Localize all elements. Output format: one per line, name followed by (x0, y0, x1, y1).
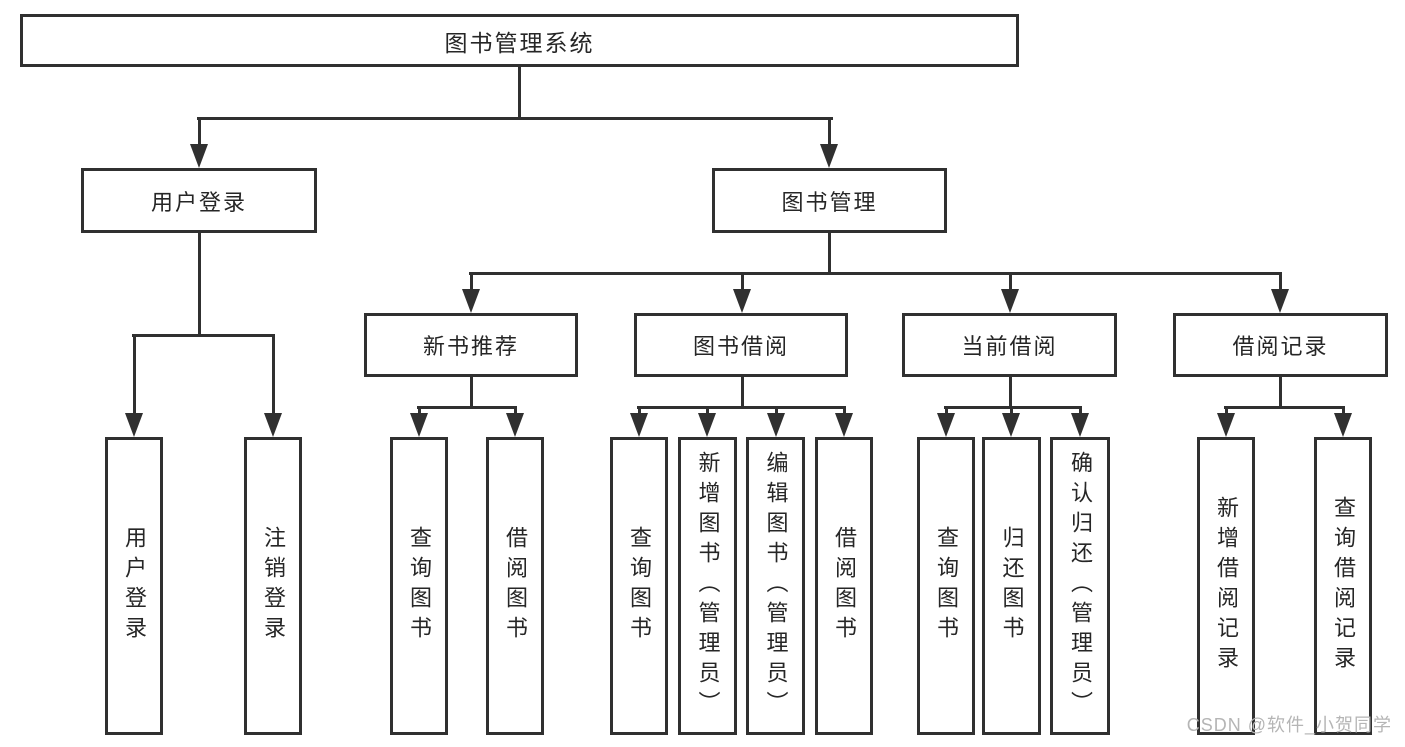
node-library-system: 图书管理系统 (20, 14, 1019, 67)
connector-line (638, 407, 641, 417)
leaf-bb-borrow-books: 借阅图书 (815, 437, 873, 735)
connector-line (1279, 377, 1282, 409)
connector-line (272, 335, 275, 417)
node-book-borrowing-label: 图书借阅 (692, 334, 789, 359)
arrowhead-icon (630, 413, 648, 437)
node-current-borrowing: 当前借阅 (902, 313, 1117, 377)
arrowhead-icon (1002, 413, 1020, 437)
leaf-br-query-record: 查询借阅记录 (1314, 437, 1372, 735)
arrowhead-icon (410, 413, 428, 437)
leaf-nb-borrow-books: 借阅图书 (486, 437, 544, 735)
connector-line (518, 67, 521, 120)
leaf-cb-confirm-return-admin-label: 确认归还（管理员） (1068, 451, 1093, 721)
connector-line (417, 406, 517, 409)
leaf-cb-return-books-label: 归还图书 (999, 526, 1025, 646)
node-new-book-recommendation-label: 新书推荐 (422, 334, 519, 359)
connector-line (132, 334, 275, 337)
leaf-br-query-record-label: 查询借阅记录 (1331, 496, 1356, 676)
connector-line (133, 335, 136, 417)
leaf-logout: 注销登录 (244, 437, 302, 735)
arrowhead-icon (835, 413, 853, 437)
arrowhead-icon (1271, 289, 1289, 313)
leaf-nb-query-books: 查询图书 (390, 437, 448, 735)
leaf-logout-label: 注销登录 (261, 526, 286, 646)
connector-line (197, 117, 833, 120)
arrowhead-icon (264, 413, 282, 437)
arrowhead-icon (1071, 413, 1089, 437)
connector-line (1279, 273, 1282, 293)
leaf-bb-borrow-books-label: 借阅图书 (832, 526, 857, 646)
leaf-bb-add-books-admin-label: 新增图书（管理员） (695, 451, 721, 721)
connector-line (828, 118, 831, 148)
arrowhead-icon (462, 289, 480, 313)
node-book-management-label: 图书管理 (781, 189, 878, 215)
connector-line (741, 377, 744, 409)
arrowhead-icon (1217, 413, 1235, 437)
leaf-bb-query-books: 查询图书 (610, 437, 668, 735)
node-library-system-label: 图书管理系统 (444, 29, 595, 56)
node-book-management: 图书管理 (712, 168, 947, 233)
arrowhead-icon (698, 413, 716, 437)
arrowhead-icon (733, 289, 751, 313)
arrowhead-icon (190, 144, 208, 168)
connector-line (945, 407, 948, 417)
connector-line (1225, 407, 1228, 417)
node-current-borrowing-label: 当前借阅 (961, 334, 1058, 359)
connector-line (1079, 407, 1082, 417)
connector-line (418, 407, 421, 417)
connector-line (198, 233, 201, 337)
arrowhead-icon (1334, 413, 1352, 437)
connector-line (1009, 377, 1012, 409)
leaf-bb-edit-books-admin-label: 编辑图书（管理员） (763, 451, 789, 721)
node-borrowing-records-label: 借阅记录 (1232, 334, 1329, 359)
connector-line (944, 406, 1082, 409)
leaf-nb-borrow-books-label: 借阅图书 (503, 526, 528, 646)
arrowhead-icon (820, 144, 838, 168)
connector-line (741, 273, 744, 293)
connector-line (843, 407, 846, 417)
leaf-br-add-record: 新增借阅记录 (1197, 437, 1255, 735)
node-user-login-label: 用户登录 (150, 189, 247, 215)
connector-line (706, 407, 709, 417)
connector-line (198, 118, 201, 148)
connector-line (469, 272, 1282, 275)
connector-line (1009, 273, 1012, 293)
arrowhead-icon (1001, 289, 1019, 313)
connector-line (514, 407, 517, 417)
node-borrowing-records: 借阅记录 (1173, 313, 1388, 377)
leaf-cb-return-books: 归还图书 (982, 437, 1041, 735)
leaf-cb-confirm-return-admin: 确认归还（管理员） (1050, 437, 1110, 735)
leaf-cb-query-books: 查询图书 (917, 437, 975, 735)
arrowhead-icon (767, 413, 785, 437)
node-book-borrowing: 图书借阅 (634, 313, 848, 377)
leaf-cb-query-books-label: 查询图书 (934, 526, 959, 646)
node-user-login: 用户登录 (81, 168, 317, 233)
connector-line (637, 406, 846, 409)
connector-line (1224, 406, 1345, 409)
node-new-book-recommendation: 新书推荐 (364, 313, 578, 377)
leaf-br-add-record-label: 新增借阅记录 (1214, 496, 1239, 676)
leaf-user-login: 用户登录 (105, 437, 163, 735)
connector-line (470, 377, 473, 409)
arrowhead-icon (506, 413, 524, 437)
connector-line (470, 273, 473, 293)
leaf-user-login-label: 用户登录 (122, 526, 147, 646)
connector-line (1342, 407, 1345, 417)
arrowhead-icon (937, 413, 955, 437)
csdn-watermark: CSDN @软件_小贺同学 (1186, 715, 1392, 735)
connector-line (828, 233, 831, 275)
leaf-nb-query-books-label: 查询图书 (407, 526, 432, 646)
leaf-bb-edit-books-admin: 编辑图书（管理员） (746, 437, 805, 735)
leaf-bb-add-books-admin: 新增图书（管理员） (678, 437, 737, 735)
arrowhead-icon (125, 413, 143, 437)
connector-line (1010, 407, 1013, 417)
leaf-bb-query-books-label: 查询图书 (627, 526, 652, 646)
connector-line (775, 407, 778, 417)
